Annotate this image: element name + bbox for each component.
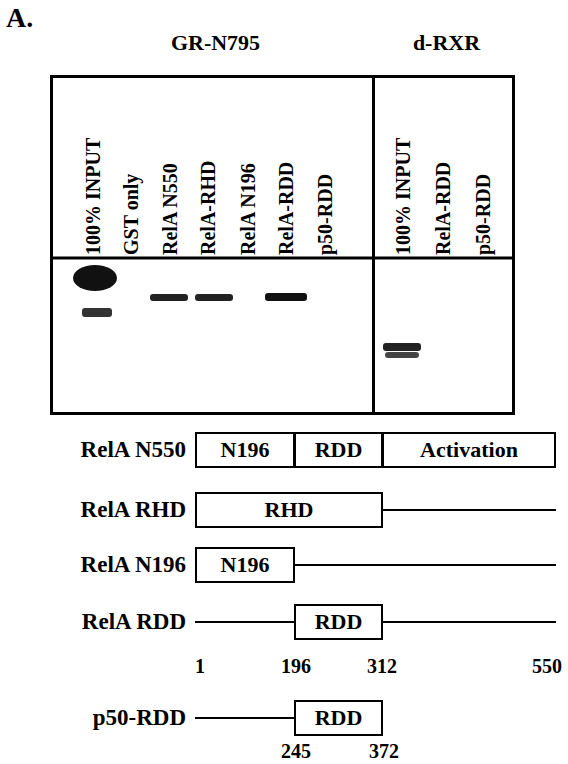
lane-label: RelA-RHD bbox=[194, 85, 222, 255]
construct-name: RelA RDD bbox=[82, 609, 186, 635]
blot-band bbox=[150, 294, 188, 301]
construct-name: RelA N196 bbox=[81, 552, 186, 578]
construct-name: RelA RHD bbox=[81, 497, 186, 523]
domain-box: RDD bbox=[294, 700, 383, 736]
residue-number: 245 bbox=[281, 740, 311, 763]
domain-box: N196 bbox=[195, 547, 295, 583]
domain-box: N196 bbox=[195, 432, 295, 468]
domain-box: RDD bbox=[294, 604, 383, 640]
domain-name: RDD bbox=[315, 705, 363, 731]
residue-number: 550 bbox=[532, 655, 562, 678]
lane-label: RelA N196 bbox=[234, 85, 262, 255]
protein-line bbox=[382, 509, 556, 511]
domain-name: RDD bbox=[315, 609, 363, 635]
domain-name: N196 bbox=[221, 437, 270, 463]
domain-box: Activation bbox=[382, 432, 556, 468]
panel-divider bbox=[50, 257, 515, 260]
domain-box: RDD bbox=[294, 432, 383, 468]
construct-name: RelA N550 bbox=[81, 437, 186, 463]
lane-label: 100% INPUT bbox=[79, 85, 107, 255]
blot-band bbox=[385, 352, 419, 358]
domain-box: RHD bbox=[195, 492, 383, 528]
protein-line bbox=[195, 621, 295, 623]
residue-number: 312 bbox=[367, 655, 397, 678]
panel-heading: d-RXR bbox=[335, 28, 558, 58]
domain-name: RDD bbox=[315, 437, 363, 463]
residue-number: 196 bbox=[281, 655, 311, 678]
domain-name: Activation bbox=[420, 437, 518, 463]
blot-band bbox=[383, 343, 421, 351]
lane-label: GST only bbox=[117, 85, 145, 255]
lane-label: RelA N550 bbox=[156, 85, 184, 255]
blot-band bbox=[82, 308, 112, 317]
protein-line bbox=[195, 717, 295, 719]
blot-band bbox=[195, 294, 233, 301]
lane-label: p50-RDD bbox=[311, 85, 339, 255]
lane-label: 100% INPUT bbox=[389, 85, 417, 255]
panel-heading: GR-N795 bbox=[13, 28, 418, 58]
domain-name: RHD bbox=[265, 497, 314, 523]
blot-band bbox=[73, 265, 117, 291]
blot-band bbox=[265, 293, 307, 301]
protein-line bbox=[295, 564, 556, 566]
lane-label: RelA-RDD bbox=[272, 85, 300, 255]
protein-line bbox=[382, 621, 556, 623]
blot-panel: d-RXR100% INPUTRelA-RDDp50-RDD bbox=[372, 75, 515, 415]
residue-number: 372 bbox=[369, 740, 399, 763]
construct-name: p50-RDD bbox=[93, 705, 186, 731]
domain-name: N196 bbox=[221, 552, 270, 578]
lane-label: RelA-RDD bbox=[429, 85, 457, 255]
residue-number: 1 bbox=[195, 655, 205, 678]
blot-panel: GR-N795100% INPUTGST onlyRelA N550RelA-R… bbox=[50, 75, 375, 415]
panel-letter: A. bbox=[6, 2, 33, 34]
lane-label: p50-RDD bbox=[469, 85, 497, 255]
